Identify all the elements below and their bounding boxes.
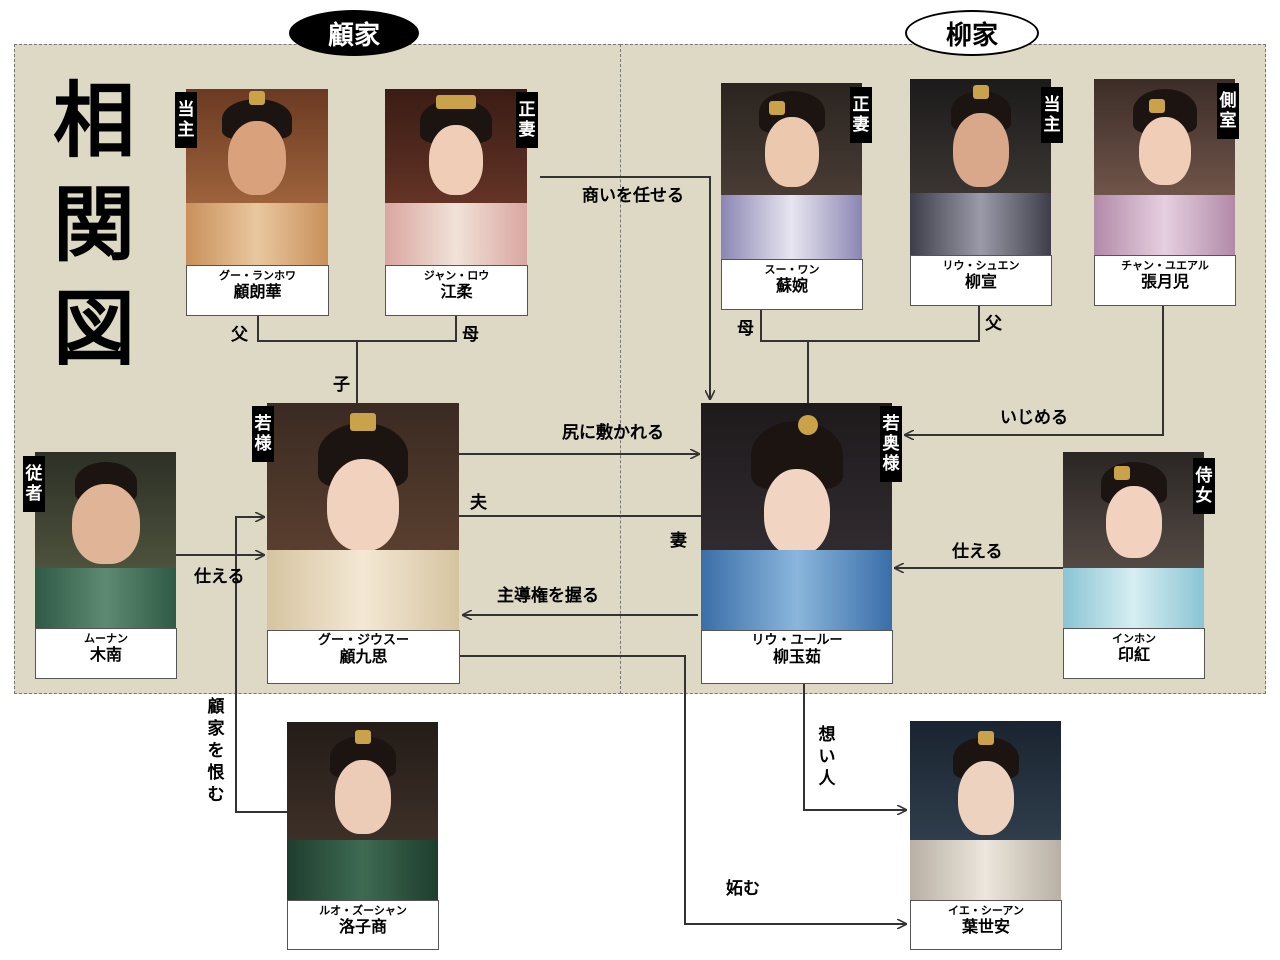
role-badge-munan: 従者 bbox=[23, 456, 45, 512]
role-badge-liu-xuan: 当主 bbox=[1041, 87, 1063, 143]
namecard-zhang-yueer: チャン・ユエアル張月児 bbox=[1094, 255, 1236, 306]
label-mother-gu: 母 bbox=[462, 325, 479, 345]
namecard-munan: ムーナン木南 bbox=[35, 628, 177, 679]
portrait-jiang-rou bbox=[385, 89, 527, 265]
entrust-arrow bbox=[540, 176, 710, 399]
role-badge-gu-langhua: 当主 bbox=[175, 92, 197, 148]
namecard-liu-yuru: リウ・ユールー柳玉茹 bbox=[701, 630, 893, 684]
bully-arrow bbox=[905, 306, 1164, 435]
role-badge-jiang-rou: 正妻 bbox=[516, 92, 538, 148]
role-badge-zhang-yueer: 側室 bbox=[1217, 83, 1239, 139]
portrait-luo-zishang bbox=[287, 722, 438, 900]
label-bully: いじめる bbox=[1000, 408, 1068, 428]
namecard-ye-shian: イエ・シーアン葉世安 bbox=[910, 900, 1062, 950]
liu-family-label: 柳家 bbox=[905, 10, 1039, 56]
portrait-liu-xuan bbox=[910, 79, 1051, 255]
portrait-munan bbox=[35, 452, 176, 628]
role-badge-liu-yuru: 若奥様 bbox=[880, 406, 902, 482]
label-serve-yinhong: 仕える bbox=[952, 542, 1003, 562]
label-father-gu: 父 bbox=[231, 325, 248, 345]
label-henpecked: 尻に敷かれる bbox=[562, 423, 664, 443]
label-take-lead: 主導権を握る bbox=[497, 586, 599, 606]
namecard-luo-zishang: ルオ・ズーシャン洛子商 bbox=[287, 900, 439, 950]
role-badge-su-wan: 正妻 bbox=[850, 87, 872, 143]
envy-arrow bbox=[459, 655, 906, 924]
gu-parents-bracket bbox=[257, 316, 457, 342]
portrait-yinhong bbox=[1063, 452, 1204, 628]
label-child: 子 bbox=[333, 375, 350, 395]
label-wife: 妻 bbox=[670, 531, 687, 551]
label-father-liu: 父 bbox=[985, 314, 1002, 334]
label-entrust-business: 商いを任せる bbox=[582, 186, 684, 206]
beloved-arrow bbox=[803, 684, 906, 810]
portrait-ye-shian bbox=[910, 721, 1061, 900]
portrait-gu-jiusi bbox=[267, 403, 459, 630]
hate-arrow bbox=[235, 517, 287, 813]
gu-family-label: 顧家 bbox=[289, 10, 419, 56]
namecard-yinhong: インホン印紅 bbox=[1063, 628, 1205, 679]
diagram-title: 相関図 bbox=[52, 74, 135, 377]
portrait-liu-yuru bbox=[701, 403, 892, 630]
portrait-zhang-yueer bbox=[1094, 79, 1235, 255]
label-hate-gu-family: 顧家を恨む bbox=[207, 697, 225, 805]
label-husband: 夫 bbox=[470, 493, 487, 513]
label-mother-liu: 母 bbox=[737, 319, 754, 339]
label-envy: 妬む bbox=[726, 879, 760, 899]
liu-parents-bracket bbox=[760, 306, 980, 342]
portrait-gu-langhua bbox=[186, 89, 328, 265]
namecard-liu-xuan: リウ・シュエン柳宣 bbox=[910, 255, 1052, 306]
namecard-jiang-rou: ジャン・ロウ江柔 bbox=[385, 265, 528, 316]
portrait-su-wan bbox=[721, 83, 862, 259]
namecard-su-wan: スー・ワン蘇婉 bbox=[721, 259, 863, 310]
role-badge-gu-jiusi: 若様 bbox=[252, 406, 274, 462]
role-badge-yinhong: 侍女 bbox=[1193, 458, 1215, 514]
namecard-gu-langhua: グー・ランホワ顧朗華 bbox=[186, 265, 329, 316]
label-beloved: 想い人 bbox=[818, 725, 836, 789]
label-serve-munan: 仕える bbox=[194, 567, 245, 587]
namecard-gu-jiusi: グー・ジウスー顧九思 bbox=[267, 630, 460, 684]
